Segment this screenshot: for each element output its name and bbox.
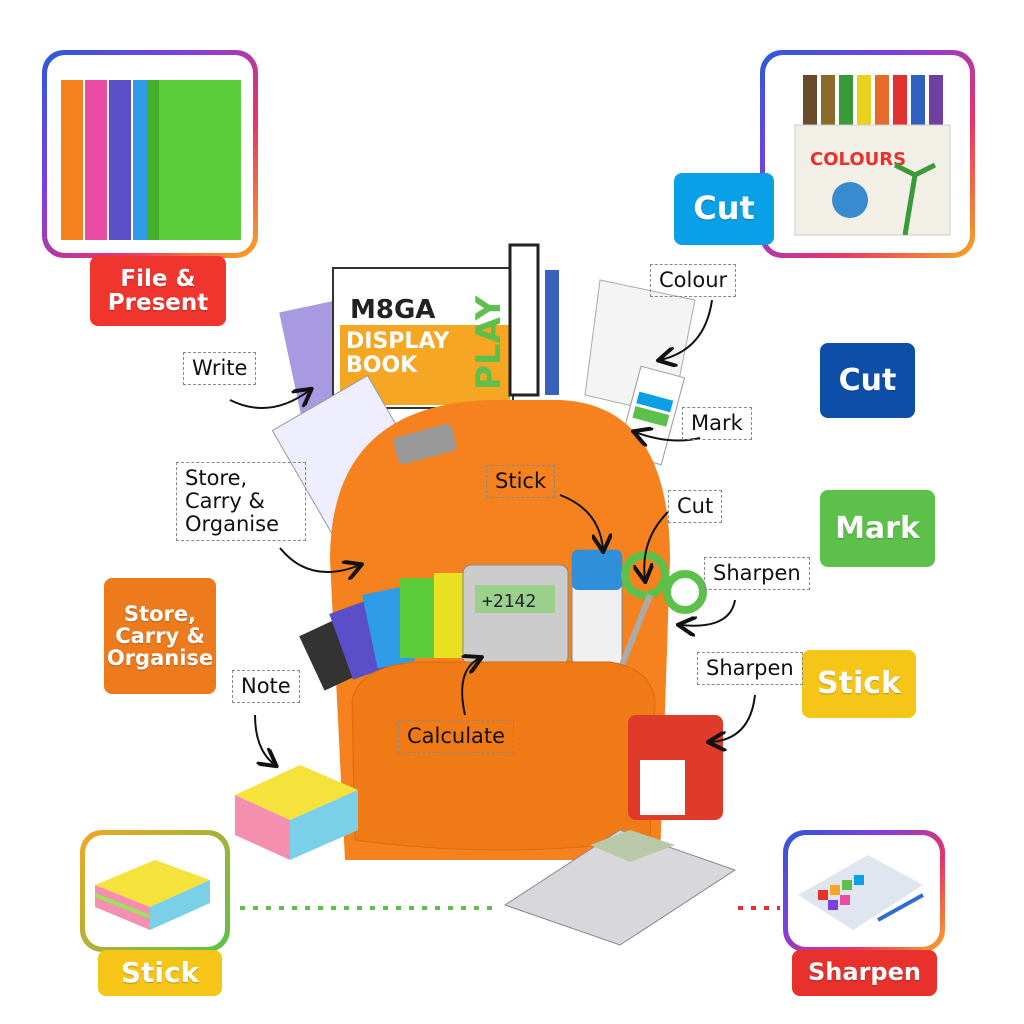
brand-text: M8GA [350,295,435,325]
annotation-stick: Stick [486,465,556,499]
spiral-notebook [508,243,540,397]
calculator [503,829,737,946]
file-present-box [42,50,258,258]
annotation-colour: Colour [650,264,737,298]
cut-tag: Cut [820,343,915,418]
calculator-small [462,564,569,666]
annotation-store: Store, Carry & Organise [176,462,306,542]
play-text: PLAY [469,295,509,390]
annotation-note: Note [232,670,300,704]
calculator-display: +2142 [482,591,536,612]
sticky-notes-picture [94,860,210,930]
annotation-sharpen: Sharpen [704,557,810,591]
cut-tag-top: Cut [674,173,774,245]
annotation-write: Write [183,352,257,386]
annotation-calculate: Calculate [398,720,515,754]
stick-tag: Stick [802,650,916,718]
display-book-text: DISPLAY BOOK [346,329,450,379]
store-carry-organise-tag: Store, Carry & Organise [104,578,216,694]
annotation-cut: Cut [668,490,723,524]
mark-tag: Mark [820,490,935,567]
annotation-sharpen-2: Sharpen [697,652,803,686]
annotation-mark: Mark [682,407,752,441]
sticky-notes-box [80,830,230,952]
stationery-tray-box [783,830,945,952]
crayons-box: COLOURS [760,50,975,258]
file-present-tag: File & Present [90,256,226,326]
crayon-box-text: COLOURS [810,149,906,170]
sharpen-tag-bottom: Sharpen [792,950,937,996]
backpack-patch [393,423,457,465]
stationery-tray-picture [798,855,924,930]
stick-tag-bottom: Stick [98,950,222,996]
sticky-notes [235,765,358,820]
ring-binders-picture [61,80,241,240]
crayons-picture: COLOURS [794,75,951,236]
backpack-front-pocket [351,661,656,851]
